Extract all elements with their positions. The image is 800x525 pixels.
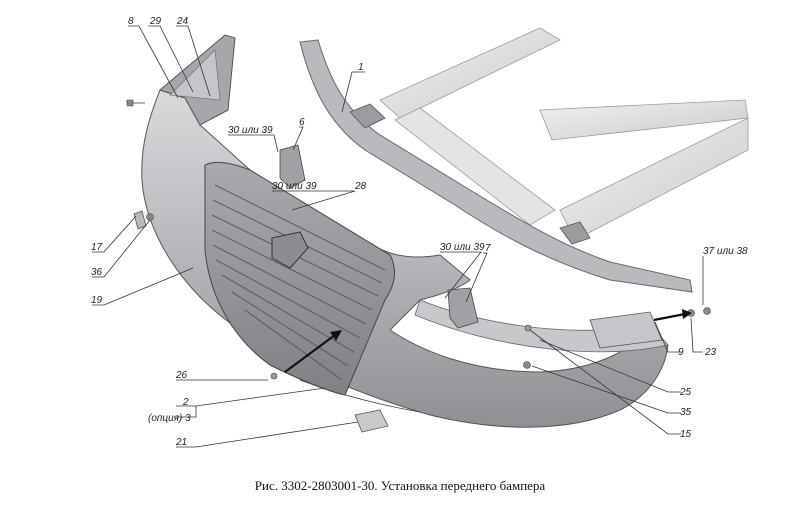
callout-9: 9 — [678, 347, 684, 358]
fastener-top-left — [126, 99, 145, 107]
arrow-26 — [284, 330, 342, 373]
radiator-grille — [204, 161, 396, 396]
callout-30-39-b: 30 или 39 — [272, 181, 317, 192]
callout-28: 28 — [354, 181, 367, 192]
callout-26: 26 — [175, 370, 188, 381]
fastener-17 — [133, 210, 147, 230]
fastener-35 — [523, 361, 531, 369]
chassis-frame — [379, 27, 749, 241]
callout-21: 21 — [175, 437, 187, 448]
callout-30-39-a: 30 или 39 — [228, 125, 273, 136]
callout-2: 2 — [182, 397, 189, 408]
callout-17: 17 — [91, 242, 103, 253]
callout-8: 8 — [128, 16, 134, 27]
leader-lines — [92, 25, 704, 448]
callout-15: 15 — [680, 429, 692, 440]
bracket-7 — [447, 287, 479, 329]
figure-caption: Рис. 3302-2803001-30. Установка переднег… — [254, 478, 546, 493]
callout-29: 29 — [149, 16, 162, 27]
callout-19: 19 — [91, 295, 103, 306]
callout-1: 1 — [358, 62, 364, 73]
arrow-37 — [653, 309, 692, 322]
callout-24: 24 — [176, 16, 189, 27]
fastener-15 — [524, 324, 532, 332]
callout-23: 23 — [704, 347, 717, 358]
bumper-beam — [299, 39, 693, 293]
fastener-26 — [270, 372, 278, 380]
callout-25: 25 — [679, 387, 692, 398]
fog-lamp-cap-21 — [354, 409, 389, 433]
callout-35: 35 — [680, 407, 692, 418]
callout-labels: 1 6 7 8 29 24 30 или 39 30 или 39 28 30 … — [91, 16, 748, 448]
fastener-36 — [146, 213, 154, 221]
callout-30-39-c: 30 или 39 — [440, 242, 485, 253]
callout-7: 7 — [485, 243, 491, 254]
callout-36: 36 — [91, 267, 103, 278]
emblem — [271, 231, 309, 269]
callout-3: (опция) 3 — [148, 413, 191, 424]
fastener-37 — [703, 307, 711, 315]
callout-37-38: 37 или 38 — [703, 246, 748, 257]
callout-6: 6 — [299, 117, 305, 128]
bracket-9 — [589, 311, 663, 349]
